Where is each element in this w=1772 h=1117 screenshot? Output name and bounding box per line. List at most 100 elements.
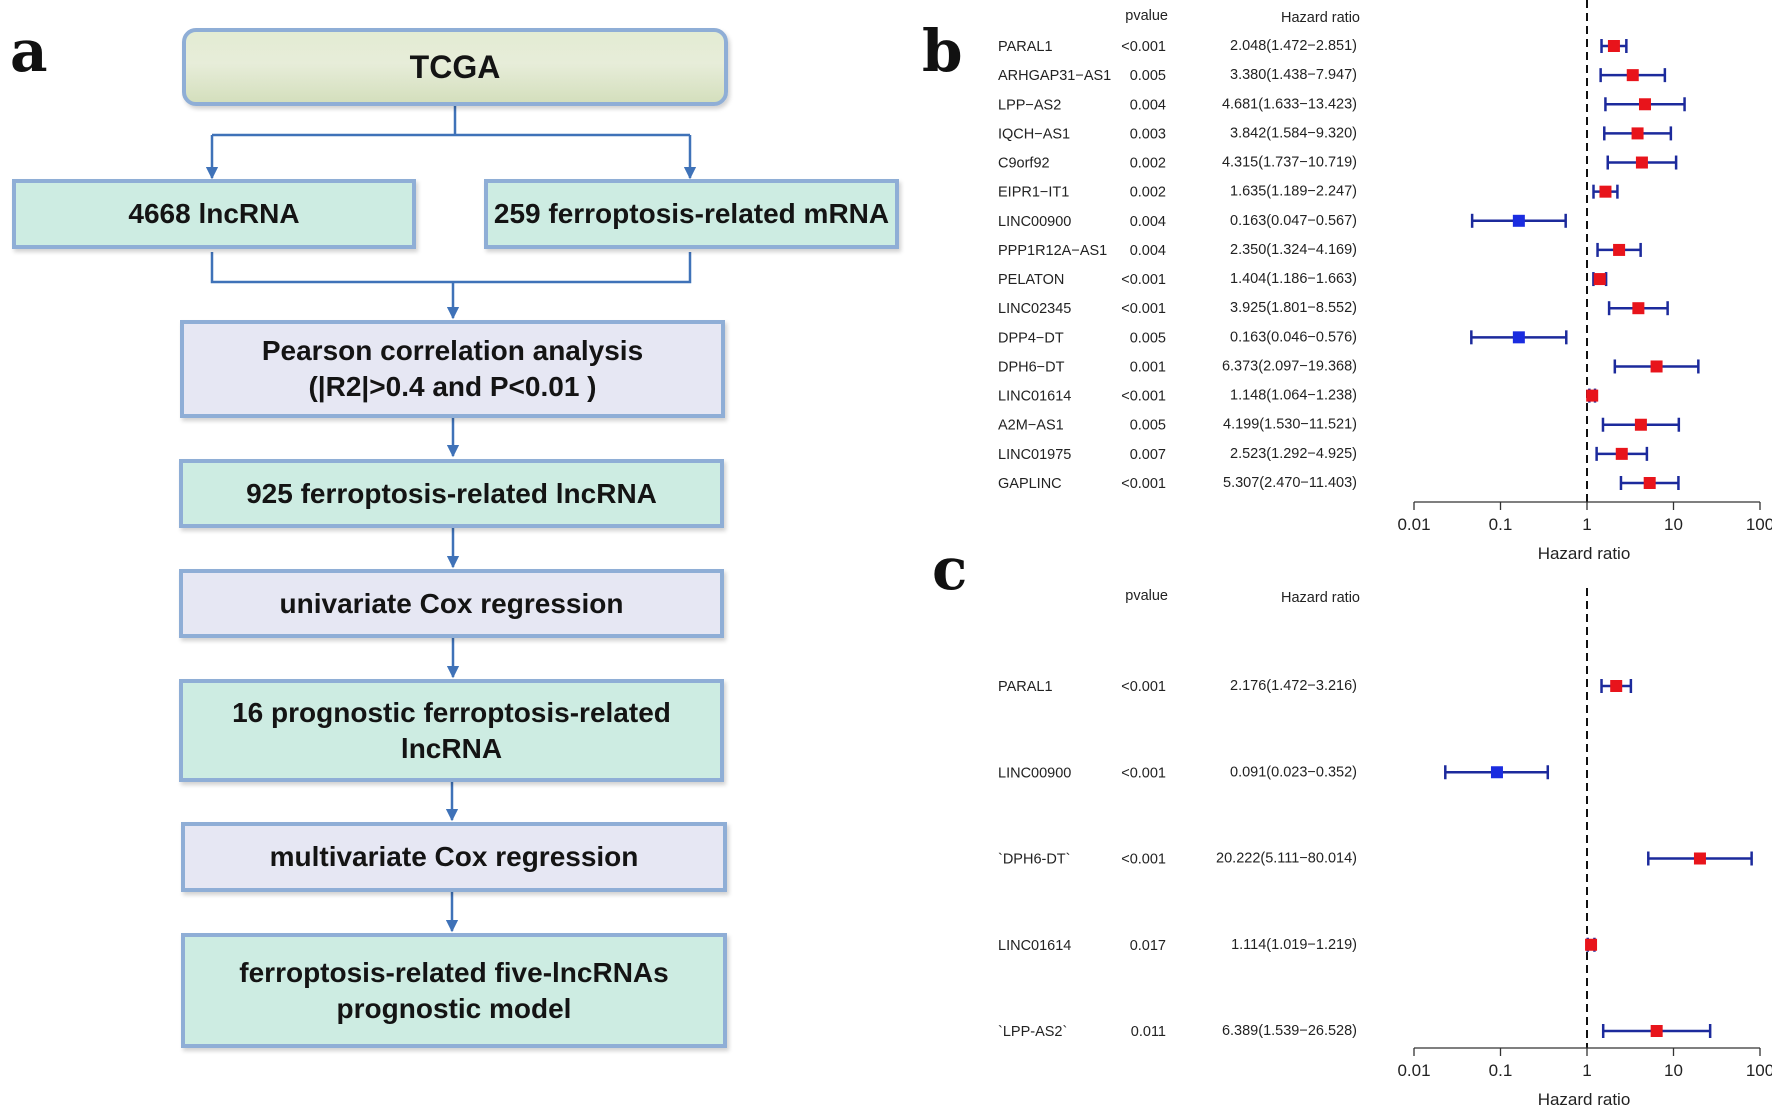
hazard-ratio-point	[1615, 447, 1628, 460]
gene-label: PARAL1	[998, 679, 1053, 695]
hazard-ratio-label: 4.199(1.530−11.521)	[1223, 417, 1357, 433]
gene-label: LPP−AS2	[998, 97, 1061, 113]
hazard-ratio-label: 2.350(1.324−4.169)	[1230, 242, 1357, 258]
x-tick-label: 100	[1746, 515, 1772, 534]
hazard-ratio-point	[1512, 214, 1525, 227]
hazard-ratio-point	[1593, 273, 1606, 286]
hazard-ratio-point	[1635, 156, 1648, 169]
hazard-ratio-point	[1650, 360, 1663, 373]
hazard-ratio-point	[1610, 680, 1623, 692]
hazard-ratio-label: 2.176(1.472−3.216)	[1230, 678, 1357, 694]
pvalue-label: 0.005	[1130, 330, 1166, 346]
pvalue-label: <0.001	[1121, 476, 1166, 492]
pvalue-label: 0.002	[1130, 185, 1166, 201]
hazard-ratio-point	[1585, 938, 1598, 951]
lncrna-label: 4668 lncRNA	[128, 198, 300, 229]
gene-label: GAPLINC	[998, 476, 1062, 492]
gene-label: A2M−AS1	[998, 418, 1064, 434]
hazard-ratio-label: 1.114(1.019−1.219)	[1231, 937, 1357, 953]
hazard-ratio-label: 0.163(0.047−0.567)	[1230, 213, 1357, 229]
prognostic-line2: lncRNA	[400, 732, 503, 764]
hazard-ratio-label: 0.163(0.046−0.576)	[1230, 329, 1357, 345]
hazard-ratio-label: 4.315(1.737−10.719)	[1222, 155, 1357, 171]
gene-label: LINC02345	[998, 301, 1071, 317]
prognostic-box: 16 prognostic ferroptosis-related lncRNA	[179, 679, 724, 782]
ferroptosis-lncrna-label: 925 ferroptosis-related lncRNA	[246, 477, 657, 509]
pvalue-header: pvalue	[1125, 588, 1168, 604]
hazard-ratio-label: 3.380(1.438−7.947)	[1230, 67, 1357, 83]
x-axis-title: Hazard ratio	[1538, 544, 1631, 563]
mrna-box: 259 ferroptosis-related mRNA	[484, 179, 899, 249]
hazard-ratio-point	[1632, 302, 1645, 315]
pvalue-label: 0.004	[1130, 214, 1166, 230]
pvalue-label: 0.005	[1130, 68, 1166, 84]
pearson-line1: Pearson correlation analysis	[261, 335, 644, 366]
gene-label: LINC01975	[998, 447, 1071, 463]
hazard-ratio-label: 1.635(1.189−2.247)	[1230, 184, 1357, 200]
lncrna-box: 4668 lncRNA	[12, 179, 416, 249]
univariate-label: univariate Cox regression	[279, 587, 624, 619]
panel-letter-a: a	[10, 17, 48, 85]
gene-label: IQCH−AS1	[998, 126, 1070, 142]
hazard-ratio-point	[1638, 98, 1651, 111]
x-tick-label: 10	[1664, 515, 1683, 534]
gene-label: EIPR1−IT1	[998, 185, 1069, 201]
pvalue-label: 0.011	[1131, 1024, 1166, 1040]
hazard-ratio-point	[1512, 331, 1525, 344]
pvalue-label: 0.005	[1130, 418, 1166, 434]
gene-label: LINC00900	[998, 765, 1071, 781]
pvalue-label: <0.001	[1121, 852, 1166, 868]
pvalue-label: 0.003	[1130, 126, 1166, 142]
hazard-ratio-header: Hazard ratio	[1281, 590, 1360, 606]
x-tick-label: 1	[1582, 1061, 1591, 1080]
panel-letter-b: b	[922, 17, 963, 85]
hazard-ratio-point	[1693, 852, 1706, 865]
gene-label: LINC00900	[998, 214, 1071, 230]
hazard-ratio-label: 1.148(1.064−1.238)	[1230, 388, 1357, 404]
gene-label: PPP1R12A−AS1	[998, 243, 1107, 259]
model-line1: ferroptosis-related five-lncRNAs	[239, 956, 669, 988]
hazard-ratio-label: 3.925(1.801−8.552)	[1230, 300, 1357, 316]
tcga-box: TCGA	[182, 28, 728, 106]
pvalue-label: <0.001	[1121, 301, 1166, 317]
hazard-ratio-point	[1599, 185, 1612, 198]
mrna-label: 259 ferroptosis-related mRNA	[493, 198, 890, 229]
hazard-ratio-label: 1.404(1.186−1.663)	[1230, 271, 1357, 287]
hazard-ratio-label: 2.523(1.292−4.925)	[1230, 446, 1357, 462]
pvalue-label: <0.001	[1121, 39, 1166, 55]
x-axis-title: Hazard ratio	[1538, 1090, 1631, 1109]
multivariate-box: multivariate Cox regression	[181, 822, 727, 892]
x-tick-label: 0.1	[1489, 515, 1513, 534]
univariate-box: univariate Cox regression	[179, 569, 724, 638]
x-tick-label: 0.1	[1489, 1061, 1513, 1080]
gene-label: C9orf92	[998, 156, 1050, 172]
gene-label: DPP4−DT	[998, 330, 1064, 346]
hazard-ratio-header: Hazard ratio	[1281, 10, 1360, 26]
pvalue-header: pvalue	[1125, 8, 1168, 24]
pearson-box: Pearson correlation analysis (|R2|>0.4 a…	[180, 320, 725, 418]
pvalue-label: <0.001	[1121, 389, 1166, 405]
x-tick-label: 100	[1746, 1061, 1772, 1080]
gene-label: `LPP-AS2`	[998, 1024, 1067, 1040]
gene-label: ARHGAP31−AS1	[998, 68, 1111, 84]
hazard-ratio-label: 0.091(0.023−0.352)	[1230, 764, 1357, 780]
x-tick-label: 1	[1582, 515, 1591, 534]
gene-label: DPH6−DT	[998, 359, 1065, 375]
pvalue-label: <0.001	[1121, 765, 1166, 781]
x-tick-label: 0.01	[1397, 1061, 1430, 1080]
pvalue-label: <0.001	[1121, 679, 1166, 695]
ferroptosis-lncrna-box: 925 ferroptosis-related lncRNA	[179, 459, 724, 528]
hazard-ratio-point	[1490, 766, 1503, 779]
hazard-ratio-label: 5.307(2.470−11.403)	[1223, 475, 1357, 491]
hazard-ratio-point	[1650, 1025, 1663, 1037]
hazard-ratio-label: 20.222(5.111−80.014)	[1216, 851, 1357, 867]
hazard-ratio-label: 6.373(2.097−19.368)	[1222, 358, 1357, 374]
model-line2: prognostic model	[336, 992, 572, 1024]
gene-label: PELATON	[998, 272, 1064, 288]
x-tick-label: 0.01	[1397, 515, 1430, 534]
pvalue-label: 0.001	[1130, 359, 1166, 375]
connector-tcga-split	[212, 106, 690, 178]
